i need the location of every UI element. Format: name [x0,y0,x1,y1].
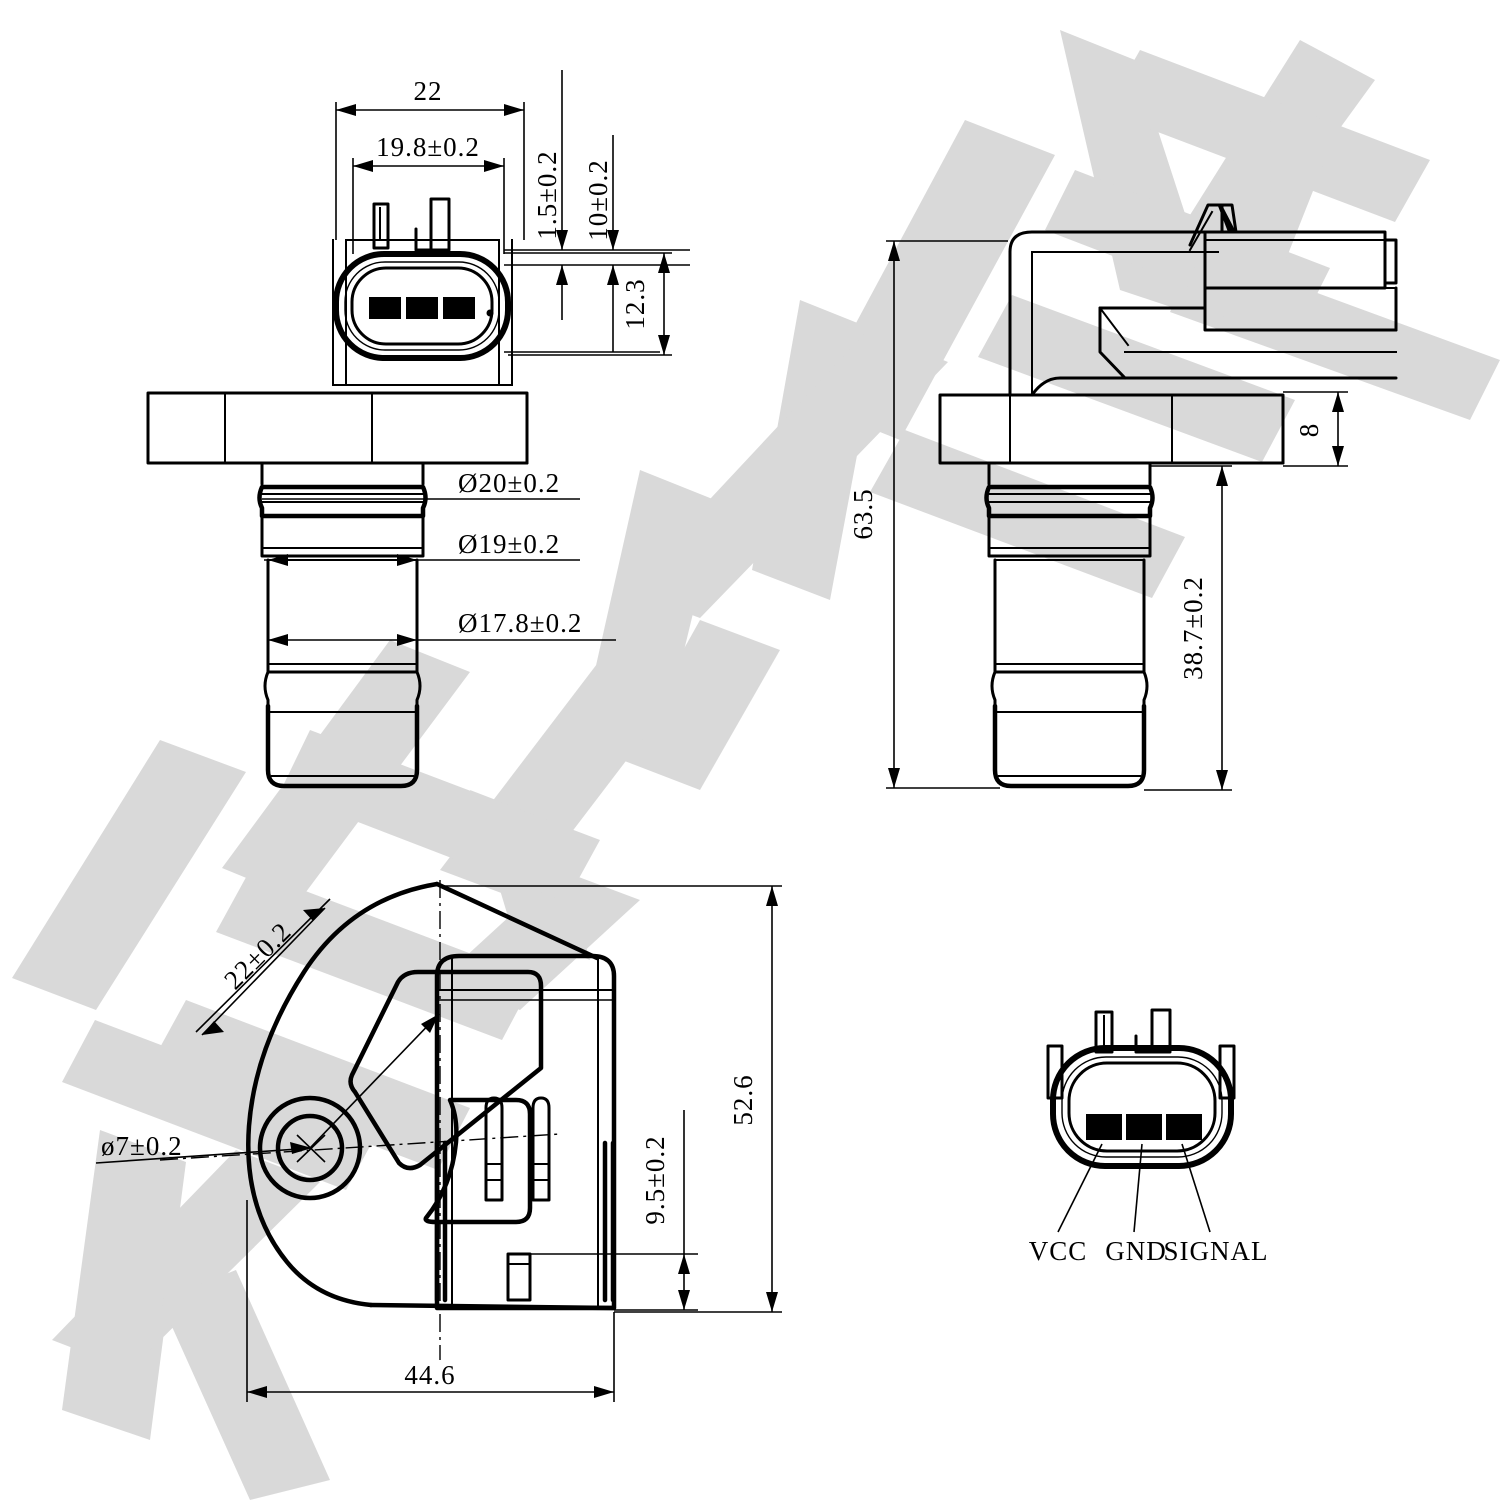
watermark-text [12,30,1500,1500]
dim-label-9-5: 9.5±0.2 [640,1135,670,1224]
front-mounting-flange [146,391,529,465]
pinout-terminal-1 [1086,1114,1122,1140]
pinout-terminal-3 [1166,1114,1202,1140]
pin-label-signal: SIGNAL [1164,1236,1269,1266]
dim-label-8: 8 [1294,423,1324,438]
terminal-2 [406,297,438,319]
dim-label-1-5: 1.5±0.2 [532,150,562,239]
dim-label-dia-17-8: Ø17.8±0.2 [458,608,582,638]
side-mounting-flange [938,393,1285,465]
pinout-connector-body [1046,1008,1236,1233]
dim-top-hole-distance [195,898,440,1149]
dim-label-12-3: 12.3 [620,278,650,329]
dim-front-tab-thickness [504,70,690,320]
dim-label-22: 22 [414,76,443,106]
dim-label-dia-20: Ø20±0.2 [458,468,560,498]
pinout-terminal-2 [1126,1114,1162,1140]
dim-top-hole-dia [95,1147,313,1164]
terminal-1 [369,297,401,319]
dim-label-19-8: 19.8±0.2 [376,132,480,162]
dim-label-10: 10±0.2 [583,159,613,241]
top-sensor-body [434,953,617,1311]
dim-label-52-6: 52.6 [728,1074,758,1125]
dim-top-width [246,1200,615,1402]
front-connector-body [332,197,513,386]
dim-label-44-6: 44.6 [404,1360,455,1390]
dim-front-width-22 [335,102,525,240]
side-connector-body [1008,203,1398,397]
side-shaft [984,461,1155,789]
dim-label-63-5: 63.5 [848,488,878,539]
dim-side-shaft-length [1144,465,1232,791]
dim-front-connector-width [352,158,505,254]
pin-label-gnd: GND [1105,1236,1167,1266]
pin-label-vcc: VCC [1029,1236,1088,1266]
dim-label-dia-19: Ø19±0.2 [458,529,560,559]
top-view-centerline-hole [159,1133,561,1161]
dim-top-length [440,885,782,1313]
dim-label-dia-7: ø7±0.2 [101,1131,183,1161]
dim-side-overall-height [886,240,1008,789]
dim-label-38-7: 38.7±0.2 [1178,576,1208,680]
terminal-3 [443,297,475,319]
